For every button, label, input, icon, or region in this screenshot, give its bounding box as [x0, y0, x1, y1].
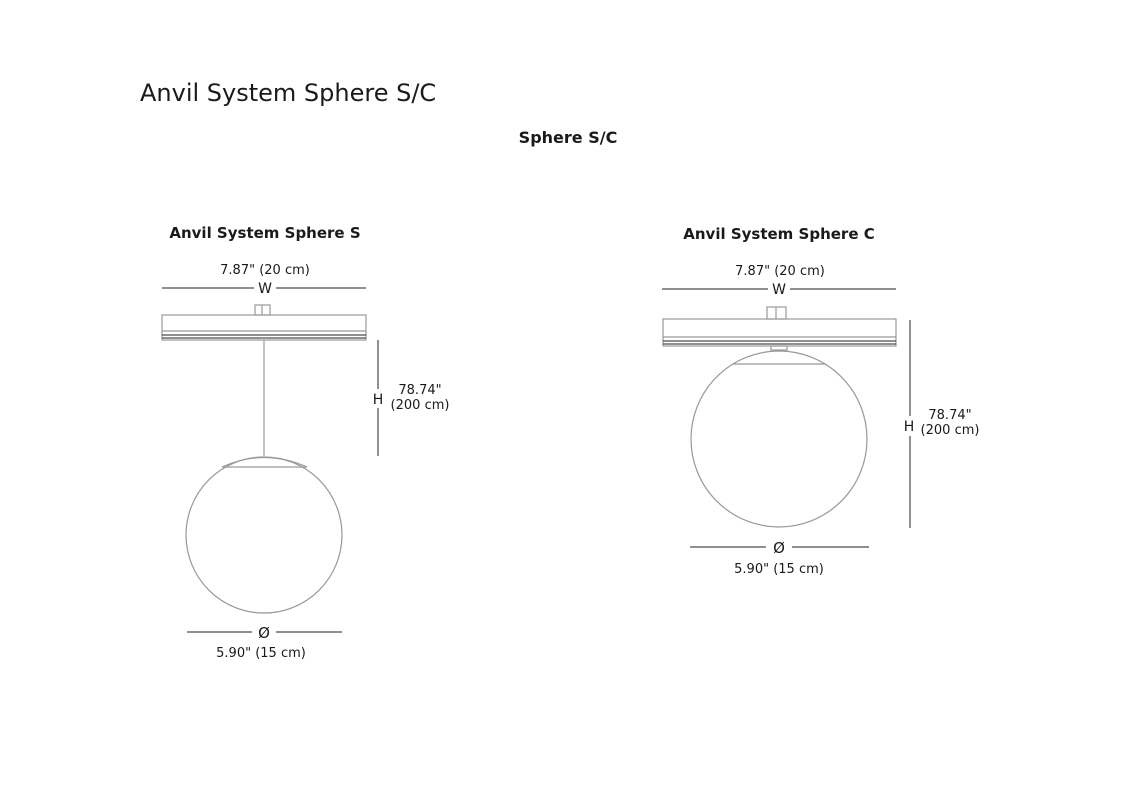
height-inches: 78.74"	[928, 408, 971, 423]
height-symbol: H	[904, 419, 915, 435]
sphere-globe	[185, 456, 343, 614]
product-sphere-s: Anvil System Sphere S 7.87" (20 cm) W H …	[161, 224, 450, 661]
canopy	[161, 304, 367, 341]
diameter-symbol: Ø	[773, 539, 785, 557]
height-inches: 78.74"	[398, 383, 441, 398]
height-symbol: H	[373, 392, 384, 408]
width-value: 7.87" (20 cm)	[735, 264, 825, 279]
width-symbol: W	[258, 281, 272, 297]
product-sphere-c: Anvil System Sphere C 7.87" (20 cm) W H …	[662, 225, 979, 577]
height-cm: (200 cm)	[921, 423, 980, 438]
canopy	[662, 306, 897, 351]
section-title: Sphere S/C	[519, 128, 618, 147]
diameter-symbol: Ø	[258, 624, 270, 642]
diameter-value: 5.90" (15 cm)	[734, 562, 824, 577]
width-symbol: W	[772, 282, 786, 298]
diameter-value: 5.90" (15 cm)	[216, 646, 306, 661]
page-title: Anvil System Sphere S/C	[140, 79, 436, 107]
height-cm: (200 cm)	[391, 398, 450, 413]
product-name: Anvil System Sphere S	[169, 224, 360, 242]
sphere-globe	[690, 350, 868, 528]
width-value: 7.87" (20 cm)	[220, 263, 310, 278]
product-name: Anvil System Sphere C	[683, 225, 874, 243]
